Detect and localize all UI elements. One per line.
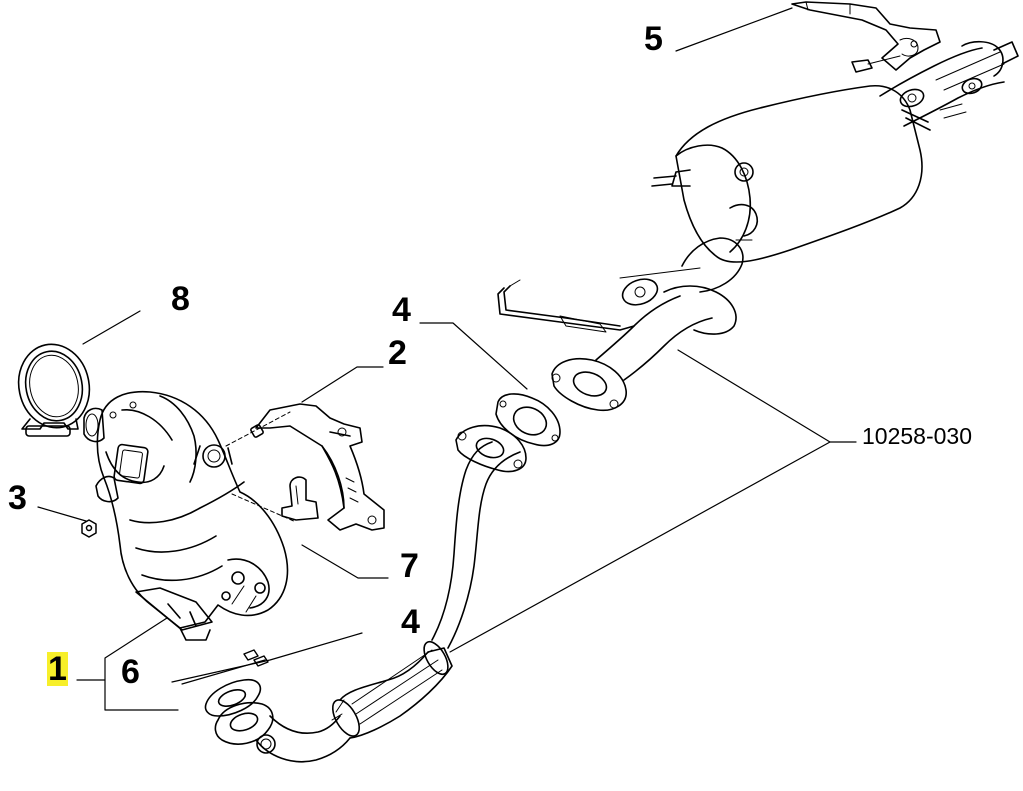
part-2-bracket [250,403,385,531]
part-7-bracket [281,476,319,521]
callout-4-lower: 4 [401,603,420,641]
rear-exhaust-assembly [497,40,1019,412]
callout-4-upper: 4 [392,291,411,329]
callout-5: 5 [644,20,663,58]
part-3-nut [81,519,97,538]
assembly-reference-code: 10258-030 [862,423,972,449]
part-8-clamp [17,343,91,437]
callout-7: 7 [400,547,419,585]
leader-lines [37,7,857,711]
part-4-upper-gasket [495,393,561,447]
callout-2: 2 [388,334,407,372]
part-5-hanger [791,1,941,71]
part-4-lower-gasket [204,678,262,717]
callout-8: 8 [171,280,190,318]
callout-6: 6 [121,653,140,691]
front-pipe [214,424,527,763]
callout-3: 3 [8,479,27,517]
part-1-catalyst-module [83,390,289,641]
part-6-studs [243,649,269,667]
callout-1: 1 [47,650,68,688]
